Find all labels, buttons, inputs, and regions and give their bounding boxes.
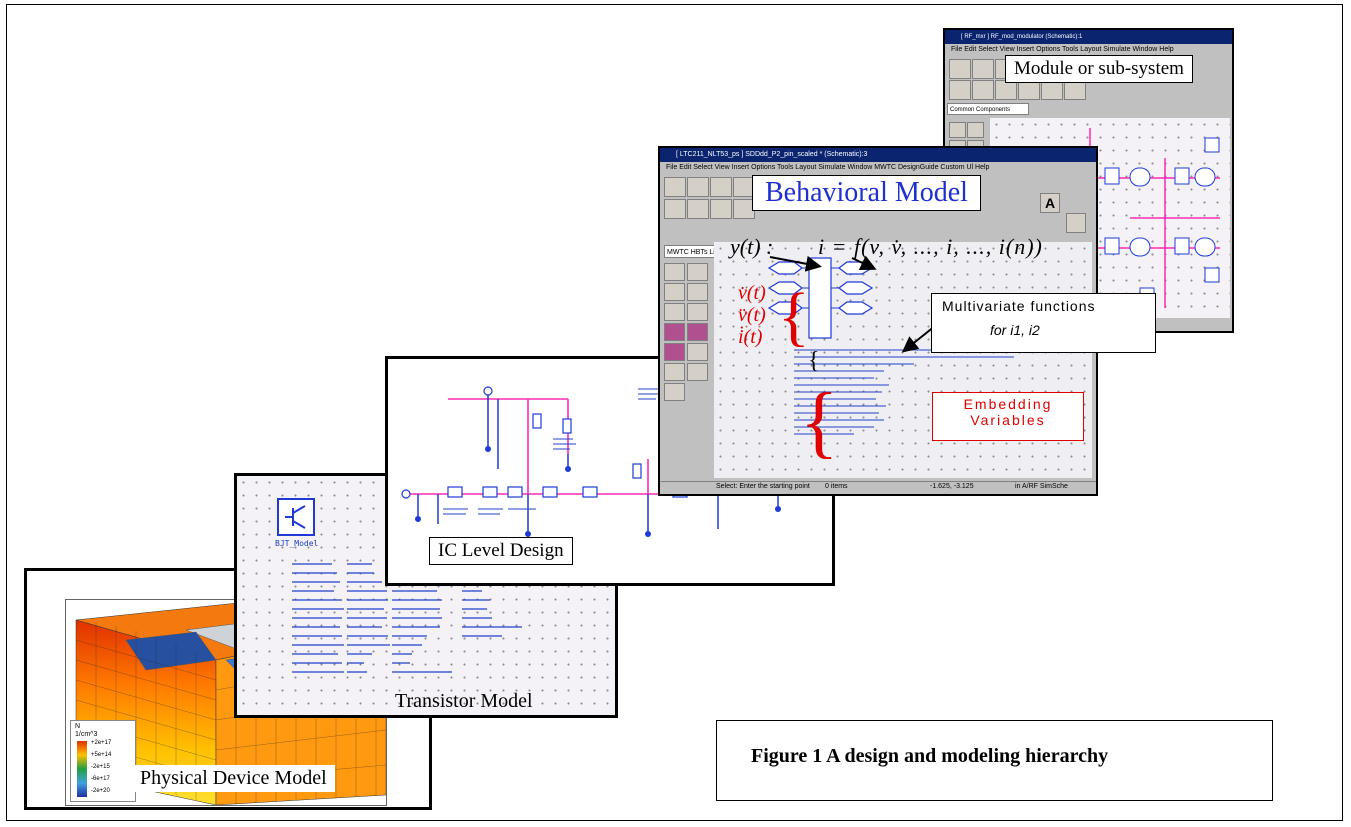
bjt-symbol [277,498,315,536]
status-left: Select: Enter the starting point [716,483,810,490]
physical-device-label: Physical Device Model [132,765,335,792]
deriv-v-dot: v̇(t) [738,282,766,304]
multivariate-line1: Multivariate functions [942,298,1096,314]
module-label: Module or sub-system [1005,55,1193,83]
module-window-title: [ RF_mxr ] RF_mod_modulator (Schematic):… [945,30,1232,44]
deriv-v-ddot: v̈(t) [738,304,766,326]
legend-tick-4: -2e+20 [91,788,110,794]
transistor-icon [285,505,306,529]
behavioral-model-label: Behavioral Model [752,175,981,211]
figure-frame [6,4,1343,821]
legend-tick-1: +5e+14 [91,752,112,758]
equation-rhs: i = f(v, v̇, ..., i, ..., i(n)) [818,234,1043,259]
transistor-model-name: BJT_Model [275,539,319,548]
behavioral-menu-bar: File Edit Select View Insert Options Too… [660,162,1096,173]
behavioral-canvas [714,242,1092,478]
toolbar-button-right[interactable] [1066,213,1086,233]
equation-lhs: y(t) : [730,234,774,259]
figure-caption: Figure 1 A design and modeling hierarchy [751,745,1109,767]
legend-colorbar [77,741,87,797]
status-items: 0 items [825,483,848,490]
module-menu-bar: File Edit Select View Insert Options Too… [945,44,1232,55]
status-units: in A/RF SimSche [1015,483,1068,490]
legend-tick-3: -6e+17 [91,776,110,782]
deriv-i-dot: i̇(t) [738,326,763,348]
legend-tick-2: -2e+15 [91,764,110,770]
embedding-variables-box: Embedding Variables [932,392,1084,441]
transistor-params [275,550,605,675]
transistor-param-list [291,563,522,673]
text-tool-button[interactable]: A [1040,193,1060,213]
multivariate-callout: Multivariate functions for i1, i2 [931,293,1156,353]
behavioral-window-title: [ LTC211_NLT53_ps ] SDDdd_P2_pin_scaled … [660,148,1096,162]
ic-level-label: IC Level Design [429,537,573,565]
status-coord: -1.625, -3.125 [930,483,974,490]
behavioral-status-bar: Select: Enter the starting point 0 items… [660,481,1096,494]
module-palette-dropdown[interactable]: Common Components [947,103,1029,115]
legend-title: N 1/cm^3 [75,723,98,738]
behavioral-schematic [767,257,1014,435]
figure-caption-box: Figure 1 A design and modeling hierarchy [716,720,1273,801]
legend-tick-0: +2e+17 [91,740,112,746]
transistor-label: Transistor Model [395,690,533,712]
ic-schematic [401,386,781,537]
behavioral-palette [664,263,710,488]
embedding-line1: Embedding [963,396,1053,412]
embedding-line2: Variables [970,412,1046,428]
physical-legend: N 1/cm^3 +2e+17 +5e+14 -2e+15 -6e+17 -2e… [70,720,136,802]
multivariate-line2: for i1, i2 [990,322,1040,338]
